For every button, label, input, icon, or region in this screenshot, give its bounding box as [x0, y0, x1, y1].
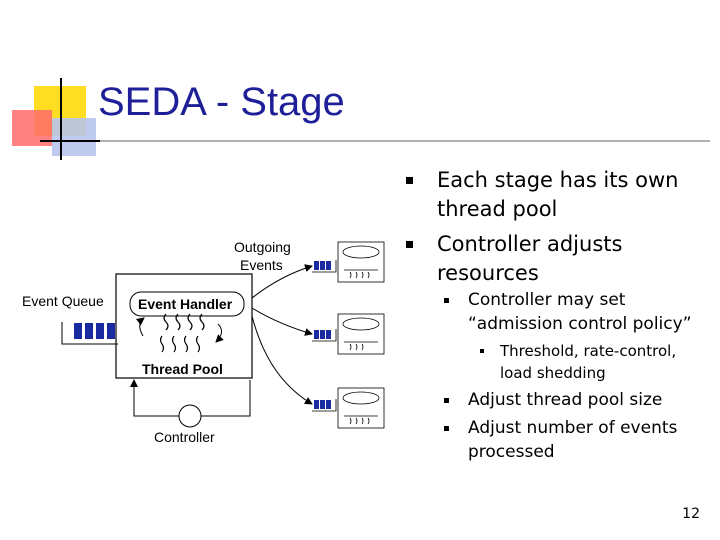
controller-node	[178, 404, 202, 428]
bullet-item: Each stage has its own thread pool	[406, 166, 696, 224]
sub-bullet-text: Adjust thread pool size	[468, 390, 663, 410]
outgoing-events-label-1: Outgoing	[234, 239, 291, 255]
downstream-stage-1	[312, 241, 385, 283]
outgoing-arrow-middle	[251, 307, 313, 336]
event-queue-label: Event Queue	[22, 293, 104, 309]
sub-bullet-item: Adjust thread pool size	[444, 388, 700, 412]
title-underline-accent	[40, 140, 100, 142]
handler-arrow-2	[215, 323, 224, 343]
bullet-square-icon	[480, 349, 484, 353]
controller-input-line	[201, 380, 251, 417]
downstream-stage-3	[312, 387, 385, 429]
handler-arrow	[136, 317, 145, 337]
event-handler-box	[129, 291, 245, 317]
sub-bullet-text: Adjust number of events processed	[468, 418, 678, 462]
bullet-square-icon	[406, 177, 413, 184]
sub-bullet-list-b: Adjust thread pool size Adjust number of…	[444, 388, 700, 468]
stage-box	[115, 273, 253, 379]
bullet-square-icon	[444, 426, 449, 431]
title-underline	[40, 140, 710, 142]
sub-bullet-text: Controller may set “admission control po…	[468, 290, 692, 334]
event-queue-bracket	[61, 322, 118, 345]
sub-sub-bullet-text: Threshold, rate-control, load shedding	[500, 342, 677, 382]
event-handler-label: Event Handler	[138, 296, 233, 312]
sub-bullet-item: Adjust number of events processed	[444, 416, 700, 464]
seda-stage-diagram: Event Queue Event Handler Thread Pool Co…	[22, 239, 385, 445]
thread-pool-label: Thread Pool	[142, 361, 223, 377]
bullet-text: Controller adjusts resources	[437, 232, 623, 285]
controller-feedback-line	[130, 379, 179, 417]
sub-bullet-list-a: Controller may set “admission control po…	[444, 288, 700, 340]
sub-sub-bullet-list: Threshold, rate-control, load shedding	[480, 340, 710, 384]
page-number: 12	[682, 506, 700, 522]
controller-label: Controller	[154, 429, 215, 445]
decor-blue-square	[52, 118, 96, 156]
bullet-square-icon	[444, 398, 449, 403]
outgoing-events-label-2: Events	[240, 257, 283, 273]
page-title: SEDA - Stage	[98, 80, 345, 124]
outgoing-arrow-bottom	[251, 315, 313, 405]
sub-bullet-item: Controller may set “admission control po…	[444, 288, 700, 336]
thread-pool-threads	[159, 313, 205, 353]
event-queue-blocks	[74, 323, 115, 339]
sub-sub-bullet-item: Threshold, rate-control, load shedding	[480, 340, 710, 384]
bullet-item: Controller adjusts resources	[406, 230, 696, 288]
main-bullet-list: Each stage has its own thread pool Contr…	[406, 166, 696, 294]
bullet-square-icon	[444, 298, 449, 303]
downstream-stage-2	[312, 313, 385, 355]
decor-vertical-line	[60, 78, 62, 160]
bullet-text: Each stage has its own thread pool	[437, 168, 679, 221]
outgoing-arrow-top	[251, 264, 313, 299]
bullet-square-icon	[406, 241, 413, 248]
